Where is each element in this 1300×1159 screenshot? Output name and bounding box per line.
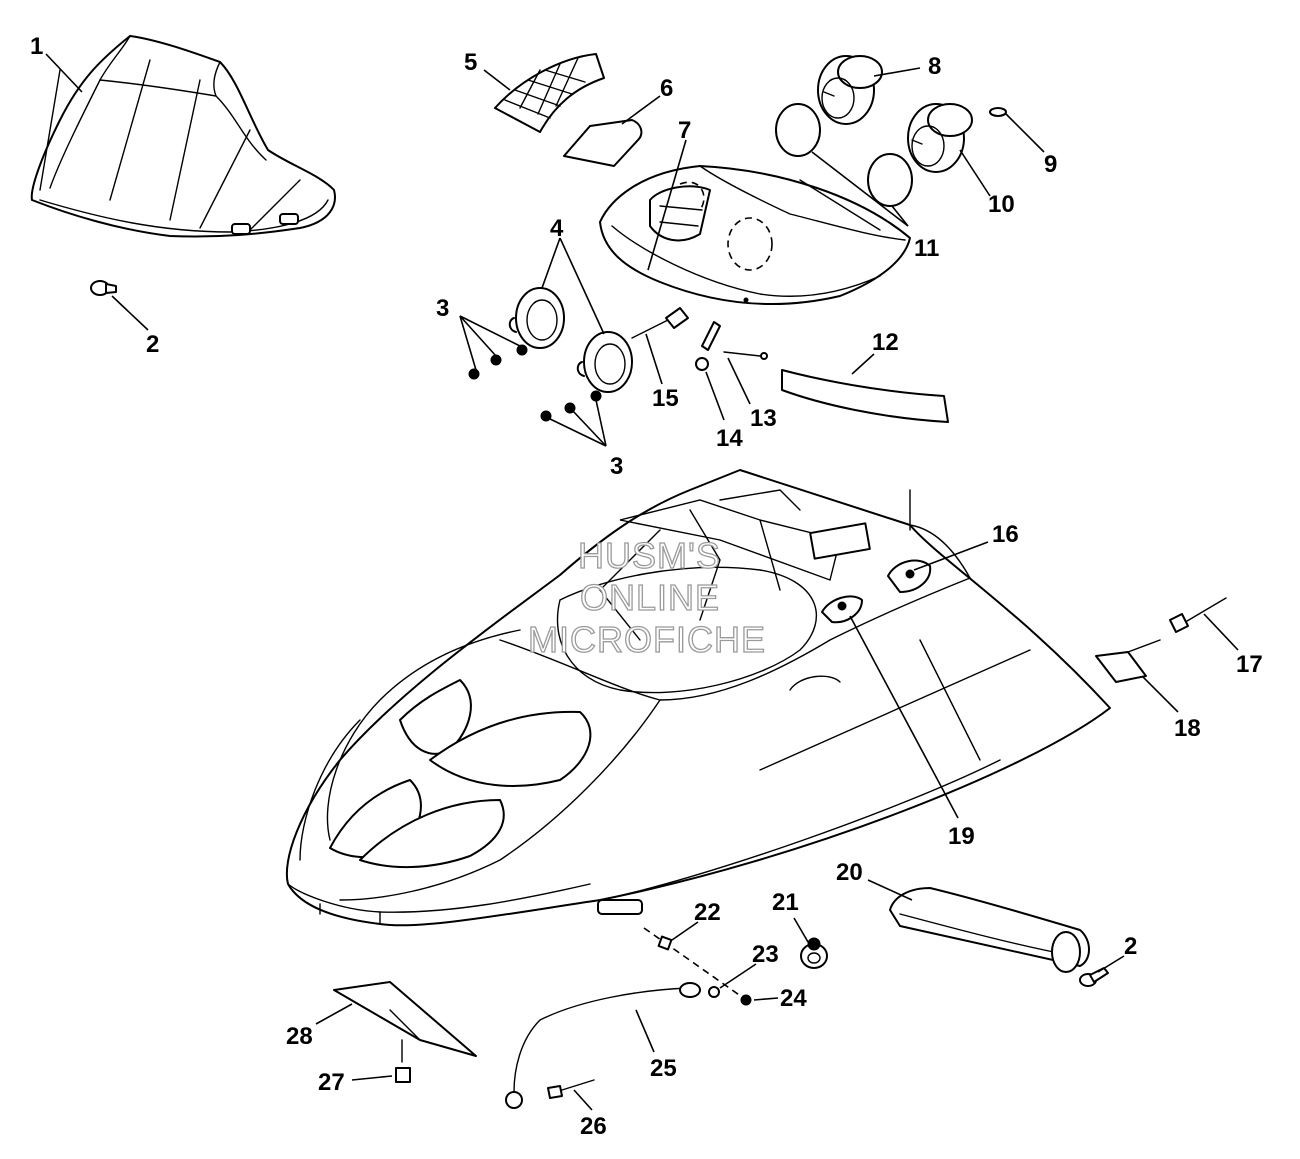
fastener-nuts-part xyxy=(468,344,602,422)
windshield-part xyxy=(30,35,336,238)
callout-27: 27 xyxy=(318,1069,345,1096)
console-part xyxy=(599,165,911,306)
trim-strip-part xyxy=(781,369,949,423)
access-door-part xyxy=(889,887,1090,973)
vent-grille-part xyxy=(494,53,605,133)
hood-pad-part xyxy=(563,119,643,167)
pin-part xyxy=(723,351,768,360)
callout-18: 18 xyxy=(1174,715,1201,742)
hood-bracket-part xyxy=(1095,639,1161,683)
callout-5: 5 xyxy=(464,49,477,76)
callout-23: 23 xyxy=(752,941,779,968)
callout-22: 22 xyxy=(694,899,721,926)
callout-2-upper: 2 xyxy=(146,331,159,358)
hood-cable-part xyxy=(505,982,701,1109)
callout-4: 4 xyxy=(550,215,564,242)
callout-9: 9 xyxy=(1044,151,1057,178)
rivet-lower-part xyxy=(1079,967,1109,987)
cable-clip-part xyxy=(547,1079,595,1099)
leader-lines xyxy=(45,53,1239,1111)
callout-2-lower: 2 xyxy=(1124,933,1137,960)
callout-20: 20 xyxy=(836,859,863,886)
callout-25: 25 xyxy=(650,1055,677,1082)
gauge-lower-part xyxy=(907,103,973,173)
callout-17: 17 xyxy=(1236,651,1263,678)
callout-3-lower: 3 xyxy=(610,453,623,480)
callout-21: 21 xyxy=(772,889,799,916)
hood-clip-wire-part xyxy=(1169,597,1227,633)
callout-16: 16 xyxy=(992,521,1019,548)
callout-11: 11 xyxy=(914,235,939,262)
screw-part xyxy=(395,1039,411,1083)
latch-fasteners-part xyxy=(643,927,753,1006)
callout-26: 26 xyxy=(580,1113,607,1140)
callout-15: 15 xyxy=(652,385,679,412)
bulb-part xyxy=(695,321,721,371)
watermark-line-2: ONLINE xyxy=(580,577,720,618)
callout-12: 12 xyxy=(872,329,899,356)
callout-1: 1 xyxy=(30,33,43,60)
callout-24: 24 xyxy=(780,985,807,1012)
callout-labels: 1 2 2 3 3 4 5 6 7 8 9 10 11 12 13 14 15 … xyxy=(30,33,1263,1140)
callout-8: 8 xyxy=(928,53,941,80)
callout-7: 7 xyxy=(678,117,691,144)
callout-13: 13 xyxy=(750,405,777,432)
headlight-bezels-part xyxy=(508,287,633,393)
callout-28: 28 xyxy=(286,1023,313,1050)
callout-10: 10 xyxy=(988,191,1015,218)
watermark-line-1: HUSM'S xyxy=(578,535,721,576)
gauge-bezel-rings-part xyxy=(775,103,913,207)
rivet-part xyxy=(90,280,117,296)
light-socket-part xyxy=(631,307,689,339)
gauge-upper-part xyxy=(817,55,883,125)
deflector-part xyxy=(333,981,477,1057)
watermark-line-3: MICROFICHE xyxy=(528,619,766,660)
hood-body-part xyxy=(285,469,1111,927)
callout-19: 19 xyxy=(948,823,975,850)
callout-3-upper: 3 xyxy=(436,295,449,322)
watermark: HUSM'S ONLINE MICROFICHE xyxy=(527,534,766,660)
callout-6: 6 xyxy=(660,75,673,102)
gauge-clip-part xyxy=(989,107,1007,117)
latch-knob-part xyxy=(800,937,828,969)
callout-14: 14 xyxy=(716,425,743,452)
